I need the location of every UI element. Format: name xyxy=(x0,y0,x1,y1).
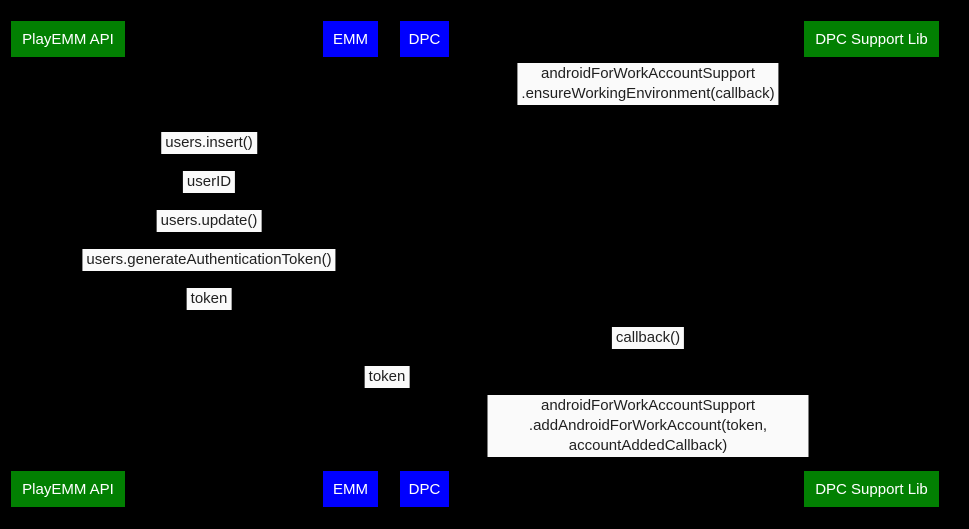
message-token-to-dpc: token xyxy=(364,366,410,388)
message-callback: callback() xyxy=(611,327,685,349)
actor-playemm-api-top: PlayEMM API xyxy=(11,21,125,57)
actor-dpc-top: DPC xyxy=(400,21,449,57)
actor-emm-bottom: EMM xyxy=(323,471,378,507)
message-users-generate-auth-token: users.generateAuthenticationToken() xyxy=(82,249,336,271)
message-add-android-for-work-account: androidForWorkAccountSupport .addAndroid… xyxy=(487,395,809,457)
message-ensure-working-environment: androidForWorkAccountSupport .ensureWork… xyxy=(517,63,779,105)
actor-dpc-support-lib-top: DPC Support Lib xyxy=(804,21,939,57)
actor-playemm-api-bottom: PlayEMM API xyxy=(11,471,125,507)
message-users-insert: users.insert() xyxy=(161,132,257,154)
actor-dpc-bottom: DPC xyxy=(400,471,449,507)
message-users-update: users.update() xyxy=(156,210,262,232)
message-token-return-to-emm: token xyxy=(186,288,232,310)
actor-dpc-support-lib-bottom: DPC Support Lib xyxy=(804,471,939,507)
message-user-id: userID xyxy=(182,171,236,193)
actor-emm-top: EMM xyxy=(323,21,378,57)
